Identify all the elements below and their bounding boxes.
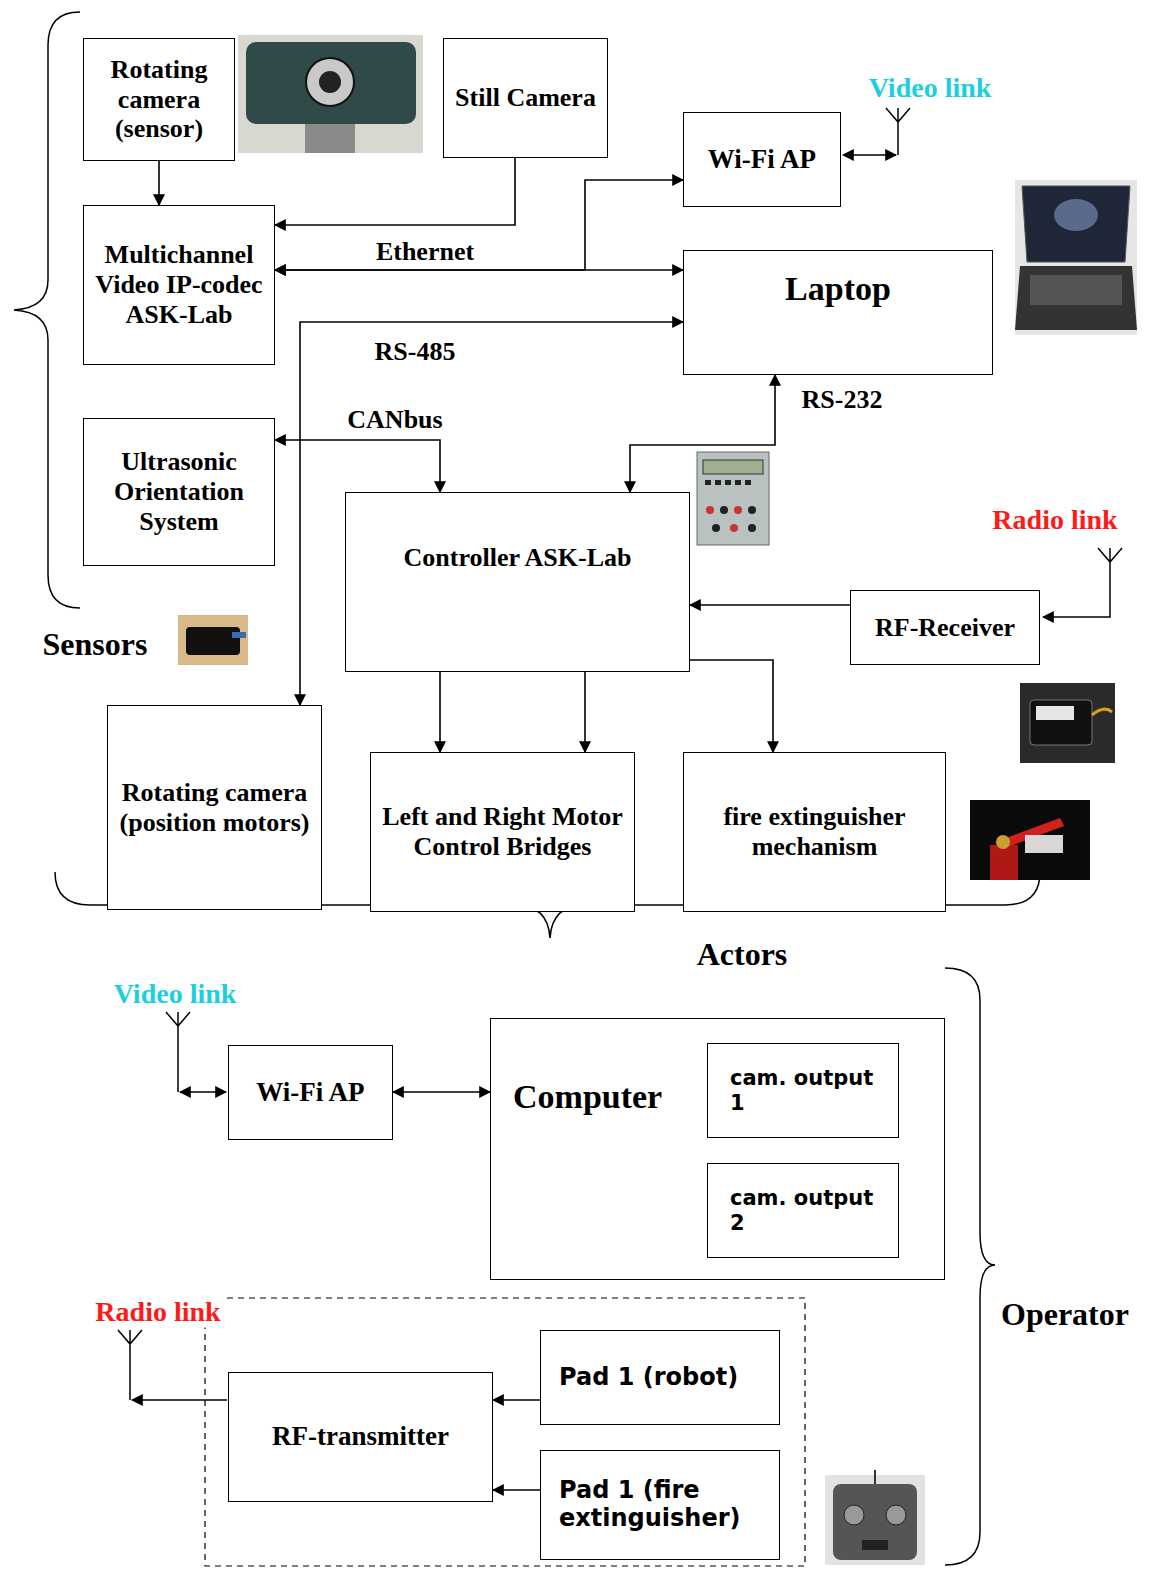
group-label: Sensors xyxy=(40,627,151,662)
connector-line xyxy=(275,180,683,270)
bus-label: RS-485 xyxy=(372,338,459,367)
bus-label: Ethernet xyxy=(373,238,477,267)
actuator-box: fire extinguisher mechanism xyxy=(683,752,946,912)
box-text: cam. output 1 xyxy=(730,1066,890,1114)
laptop-box: Laptop xyxy=(683,250,993,375)
box-text: Rotating camera (position motors) xyxy=(116,778,313,838)
transmitter-photo xyxy=(825,1470,925,1565)
camera-photo xyxy=(238,35,423,153)
link-label: Video link xyxy=(866,73,995,104)
box-text: Multichannel Video IP-codec ASK-Lab xyxy=(92,240,266,330)
link-label: Radio link xyxy=(989,505,1120,536)
box-text: Laptop xyxy=(785,269,891,308)
box-text: Rotating camera (sensor) xyxy=(92,55,226,145)
antenna-symbol xyxy=(166,1012,226,1092)
transmitter-box: RF-transmitter xyxy=(228,1372,493,1502)
sensor-box: Ultrasonic Orientation System xyxy=(83,418,275,566)
pad-box: Pad 1 (robot) xyxy=(540,1330,780,1425)
connector-line xyxy=(690,660,773,752)
camera-box: Rotating camera (sensor) xyxy=(83,38,235,161)
output-box: cam. output 2 xyxy=(707,1163,899,1258)
box-text: RF-Receiver xyxy=(875,613,1015,643)
controller-photo xyxy=(697,452,769,545)
camera-box: Rotating camera (position motors) xyxy=(107,705,322,910)
box-text: Computer xyxy=(513,1077,662,1116)
connector-line xyxy=(584,672,586,752)
antenna-symbol xyxy=(1043,548,1122,617)
box-text: Still Camera xyxy=(455,83,596,113)
connector-line xyxy=(275,440,440,492)
laptop-photo xyxy=(1015,180,1137,335)
codec-box: Multichannel Video IP-codec ASK-Lab xyxy=(83,205,275,365)
group-label: Actors xyxy=(694,937,791,972)
box-text: Pad 1 (fire extinguisher) xyxy=(559,1477,771,1532)
access-point-box: Wi-Fi AP xyxy=(228,1045,393,1140)
connector-line xyxy=(393,1091,490,1093)
receiver-box: RF-Receiver xyxy=(850,590,1040,665)
bus-label: CANbus xyxy=(344,406,445,435)
operator-brace xyxy=(945,968,995,1565)
sensors-brace xyxy=(14,12,80,608)
box-text: Left and Right Motor Control Bridges xyxy=(379,802,626,862)
group-label: Operator xyxy=(998,1297,1132,1332)
output-box: cam. output 1 xyxy=(707,1043,899,1138)
camera-box: Still Camera xyxy=(443,38,608,158)
box-text: Wi-Fi AP xyxy=(256,1077,364,1108)
box-text: Ultrasonic Orientation System xyxy=(92,447,266,537)
connector-line xyxy=(690,604,850,606)
antenna-symbol xyxy=(843,108,910,155)
controller-box: Controller ASK-Lab xyxy=(345,492,690,672)
computer-box: Computer cam. output 1 cam. output 2 xyxy=(490,1018,945,1280)
connector-line xyxy=(275,158,515,225)
connector-line xyxy=(158,161,160,205)
box-text: Controller ASK-Lab xyxy=(403,543,631,573)
box-text: cam. output 2 xyxy=(730,1186,890,1234)
pad-box: Pad 1 (fire extinguisher) xyxy=(540,1450,780,1560)
connector-line xyxy=(493,1399,540,1401)
extinguisher-photo xyxy=(970,800,1090,880)
box-text: Wi-Fi AP xyxy=(708,144,816,175)
antenna-symbol xyxy=(118,1330,227,1400)
sensor-photo xyxy=(178,615,248,665)
connector-line xyxy=(630,375,775,492)
bus-label: RS-232 xyxy=(799,386,886,415)
box-text: RF-transmitter xyxy=(272,1421,449,1452)
remote-control-frame xyxy=(205,1298,805,1566)
box-text: fire extinguisher mechanism xyxy=(692,802,937,862)
connector-line xyxy=(439,672,441,752)
motor-box: Left and Right Motor Control Bridges xyxy=(370,752,635,912)
link-label: Radio link xyxy=(92,1297,223,1328)
connector-line xyxy=(493,1489,540,1491)
access-point-box: Wi-Fi AP xyxy=(683,112,841,207)
box-text: Pad 1 (robot) xyxy=(559,1364,738,1392)
link-label: Video link xyxy=(111,979,240,1010)
receiver-photo xyxy=(1020,683,1115,763)
